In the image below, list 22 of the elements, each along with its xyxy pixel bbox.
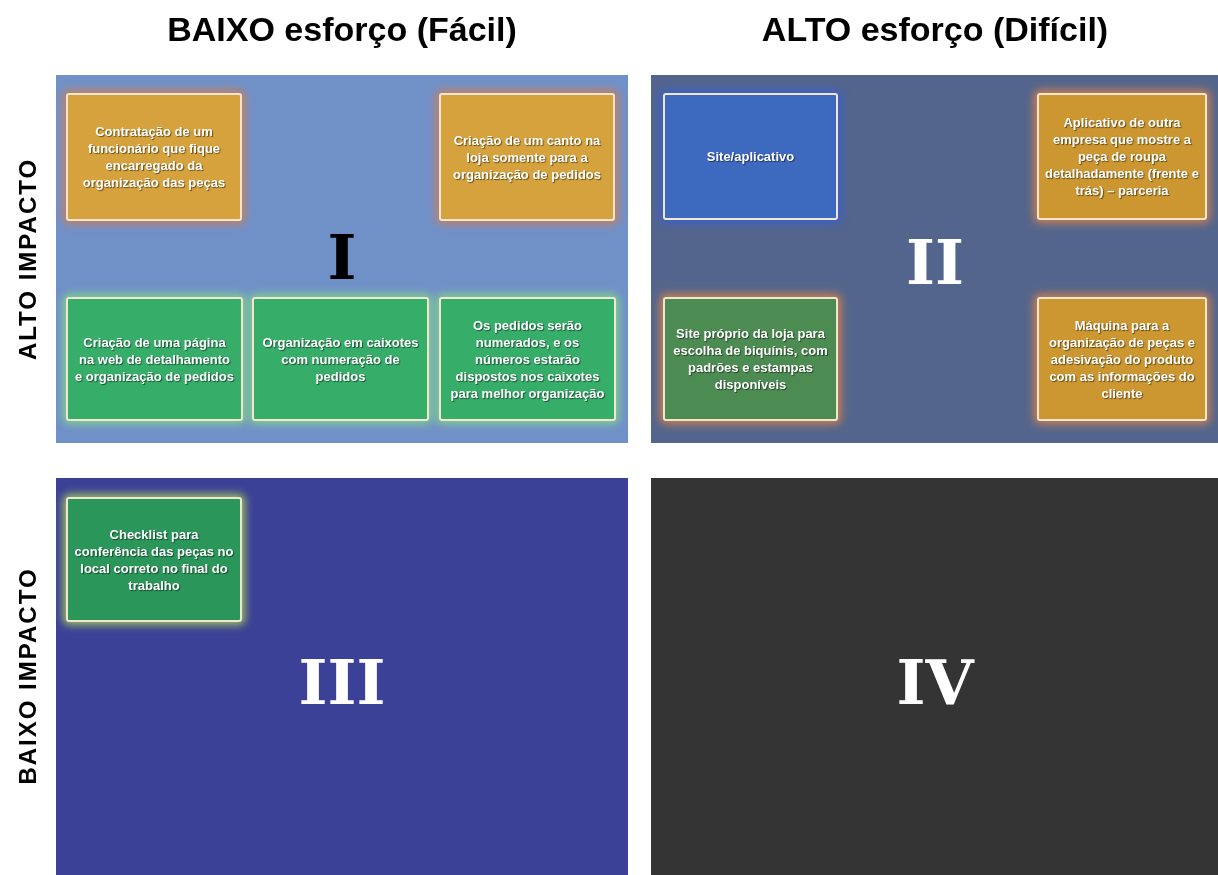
quadrant-panel xyxy=(56,478,628,875)
idea-card: Contratação de um funcionário que fique encarregado da organização das peças xyxy=(66,93,242,221)
quadrant-panel xyxy=(56,75,628,443)
idea-card: Checklist para conferência das peças no local correto no final do trabalho xyxy=(66,497,242,622)
quadrant-numeral: III xyxy=(298,652,386,714)
idea-card: Organização em caixotes com numeração de pedidos xyxy=(252,297,429,421)
row-header: ALTO IMPACTO xyxy=(14,157,42,361)
idea-card: Máquina para a organização de peças e adesivação do produto com as informações do cliente xyxy=(1037,297,1207,421)
column-header: BAIXO esforço (Fácil) xyxy=(167,10,517,49)
row-header: BAIXO IMPACTO xyxy=(14,567,42,785)
idea-card: Site/aplicativo xyxy=(663,93,838,220)
idea-card: Aplicativo de outra empresa que mostre a peça de roupa detalhadamente (frente e trás) – parceria xyxy=(1037,93,1207,220)
column-header: ALTO esforço (Difícil) xyxy=(761,10,1109,49)
quadrant-numeral: II xyxy=(906,232,964,294)
idea-card: Site próprio da loja para escolha de biquínis, com padrões e estampas disponíveis xyxy=(663,297,838,421)
quadrant-panel xyxy=(651,478,1218,875)
idea-card: Os pedidos serão numerados, e os números estarão dispostos nos caixotes para melhor organização xyxy=(439,297,616,421)
idea-card: Criação de uma página na web de detalhamento e organização de pedidos xyxy=(66,297,243,421)
quadrant-panel xyxy=(651,75,1218,443)
idea-card: Criação de um canto na loja somente para a organização de pedidos xyxy=(439,93,615,221)
quadrant-numeral: I xyxy=(327,227,357,289)
quadrant-numeral: IV xyxy=(896,652,974,714)
